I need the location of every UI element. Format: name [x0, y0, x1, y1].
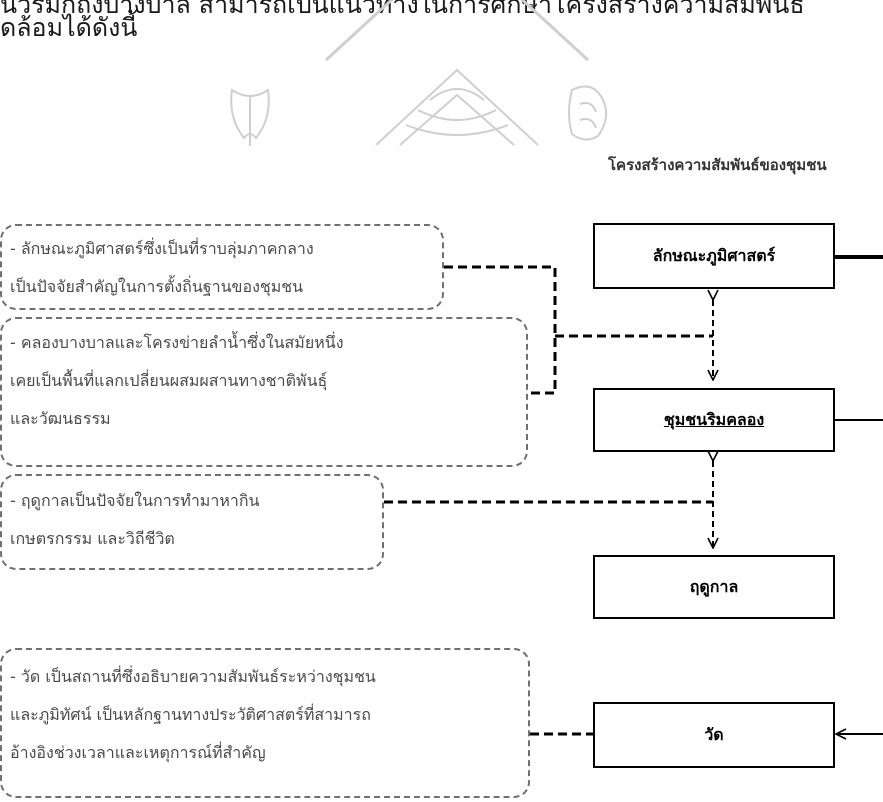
intro-text-line-1: นวรมกถงบางบาล สามารถเปนแนวทางในการศกษาโค…: [0, 0, 805, 19]
description-line: และภูมิทัศน์ เป็นหลักฐานทางประวัติศาสตร์…: [10, 705, 371, 724]
node-season: ฤดูกาล: [593, 555, 835, 619]
description-temple: - วัด เป็นสถานที่ซึ่งอธิบายความสัมพันธ์ร…: [0, 648, 530, 798]
description-line: เกษตรกรรม และวิถีชีวิต: [10, 529, 175, 548]
node-geography: ลักษณะภูมิศาสตร์: [593, 223, 835, 289]
description-line: เคยเป็นพื้นที่แลกเปลี่ยนผสมผสานทางชาติพั…: [10, 371, 328, 390]
description-line: - ฤดูกาลเป็นปัจจัยในการทำมาหากิน: [10, 491, 260, 510]
description-season: - ฤดูกาลเป็นปัจจัยในการทำมาหากิน เกษตรกร…: [0, 474, 384, 570]
diagram-heading: โครงสร้างความสัมพันธ์ของชุมชน: [608, 156, 827, 174]
node-community: ชุมชนริมคลอง: [593, 388, 835, 452]
node-temple: วัด: [593, 702, 835, 768]
description-geography: - ลักษณะภูมิศาสตร์ซึ่งเป็นที่ราบลุ่มภาคก…: [0, 224, 444, 310]
description-canal: - คลองบางบาลและโครงข่ายลำน้ำซึ่งในสมัยหน…: [0, 317, 528, 467]
intro-text-line-2: ดล้อมได้ดังนี้: [0, 13, 138, 42]
description-line: และวัฒนธรรม: [10, 409, 111, 428]
description-line: - ลักษณะภูมิศาสตร์ซึ่งเป็นที่ราบลุ่มภาคก…: [10, 239, 314, 258]
geography-connector: [444, 265, 557, 395]
description-line: เป็นปัจจัยสำคัญในการตั้งถิ่นฐานของชุมชน: [10, 277, 304, 296]
description-line: - วัด เป็นสถานที่ซึ่งอธิบายความสัมพันธ์ร…: [10, 667, 376, 686]
description-line: อ้างอิงช่วงเวลาและเหตุการณ์ที่สำคัญ: [10, 743, 266, 762]
description-line: - คลองบางบาลและโครงข่ายลำน้ำซึ่งในสมัยหน…: [10, 333, 344, 352]
